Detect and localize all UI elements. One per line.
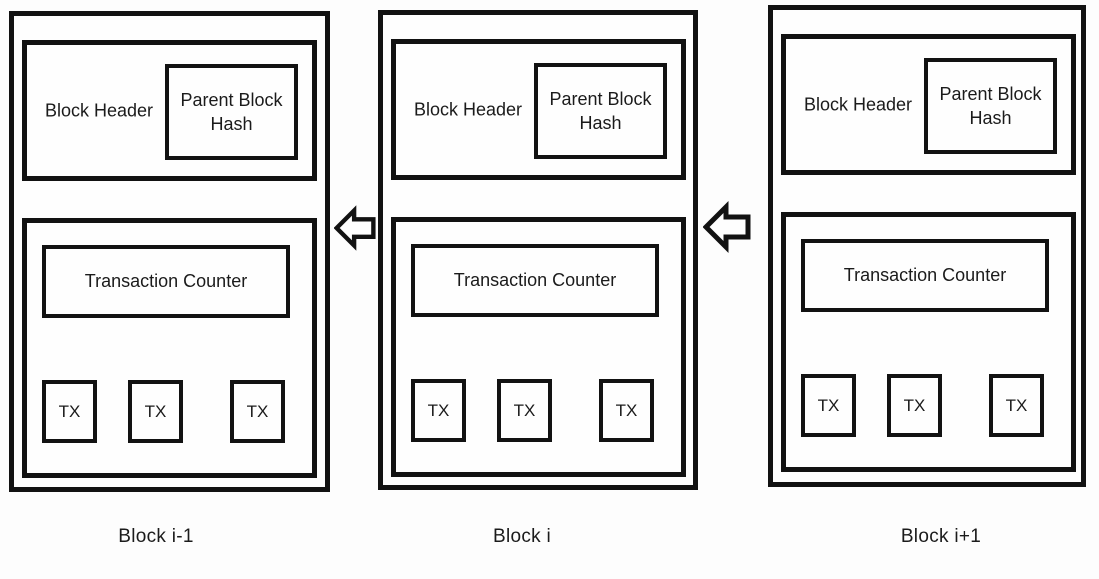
tx-box: TX: [230, 380, 285, 443]
parent-block-hash-box: Parent Block Hash: [534, 63, 667, 159]
block-i: Block Header Parent Block Hash Transacti…: [378, 10, 698, 490]
tx-box: TX: [989, 374, 1044, 437]
tx-box: TX: [42, 380, 97, 443]
tx-label: TX: [144, 401, 167, 421]
transaction-counter-label: Transaction Counter: [843, 265, 1007, 285]
tx-label: TX: [1005, 395, 1028, 415]
block-caption: Block i+1: [900, 526, 982, 547]
tx-label: TX: [817, 395, 840, 415]
tx-box: TX: [128, 380, 183, 443]
tx-label: TX: [246, 401, 269, 421]
tx-box: TX: [801, 374, 856, 437]
parent-block-hash-box: Parent Block Hash: [165, 64, 298, 160]
tx-label: TX: [513, 400, 536, 420]
transactions-section: Transaction Counter TX TX TX: [781, 212, 1076, 472]
block-header-label: Block Header: [45, 100, 154, 120]
left-arrow-icon: [703, 200, 751, 254]
block-header-section: Block Header Parent Block Hash: [22, 40, 317, 181]
block-header-label: Block Header: [414, 99, 523, 119]
block-header-section: Block Header Parent Block Hash: [781, 34, 1076, 175]
transaction-counter-label: Transaction Counter: [84, 271, 248, 291]
parent-block-hash-label: Parent Block Hash: [549, 88, 652, 133]
block-i-plus-1: Block Header Parent Block Hash Transacti…: [768, 5, 1086, 487]
transaction-counter-box: Transaction Counter: [42, 245, 290, 318]
block-caption: Block i-1: [118, 526, 194, 547]
tx-label: TX: [615, 400, 638, 420]
tx-label: TX: [58, 401, 81, 421]
block-caption: Block i: [492, 526, 552, 547]
block-header-label: Block Header: [804, 94, 913, 114]
tx-label: TX: [903, 395, 926, 415]
parent-block-hash-box: Parent Block Hash: [924, 58, 1057, 154]
tx-box: TX: [497, 379, 552, 442]
transactions-section: Transaction Counter TX TX TX: [22, 218, 317, 478]
parent-block-hash-label: Parent Block Hash: [939, 83, 1042, 128]
parent-block-hash-label: Parent Block Hash: [180, 89, 283, 134]
block-i-1: Block Header Parent Block Hash Transacti…: [9, 11, 330, 492]
transaction-counter-label: Transaction Counter: [453, 270, 617, 290]
left-arrow-icon: [334, 205, 376, 251]
block-header-section: Block Header Parent Block Hash: [391, 39, 686, 180]
transaction-counter-box: Transaction Counter: [801, 239, 1049, 312]
tx-box: TX: [887, 374, 942, 437]
tx-label: TX: [427, 400, 450, 420]
tx-box: TX: [599, 379, 654, 442]
transaction-counter-box: Transaction Counter: [411, 244, 659, 317]
tx-box: TX: [411, 379, 466, 442]
transactions-section: Transaction Counter TX TX TX: [391, 217, 686, 477]
